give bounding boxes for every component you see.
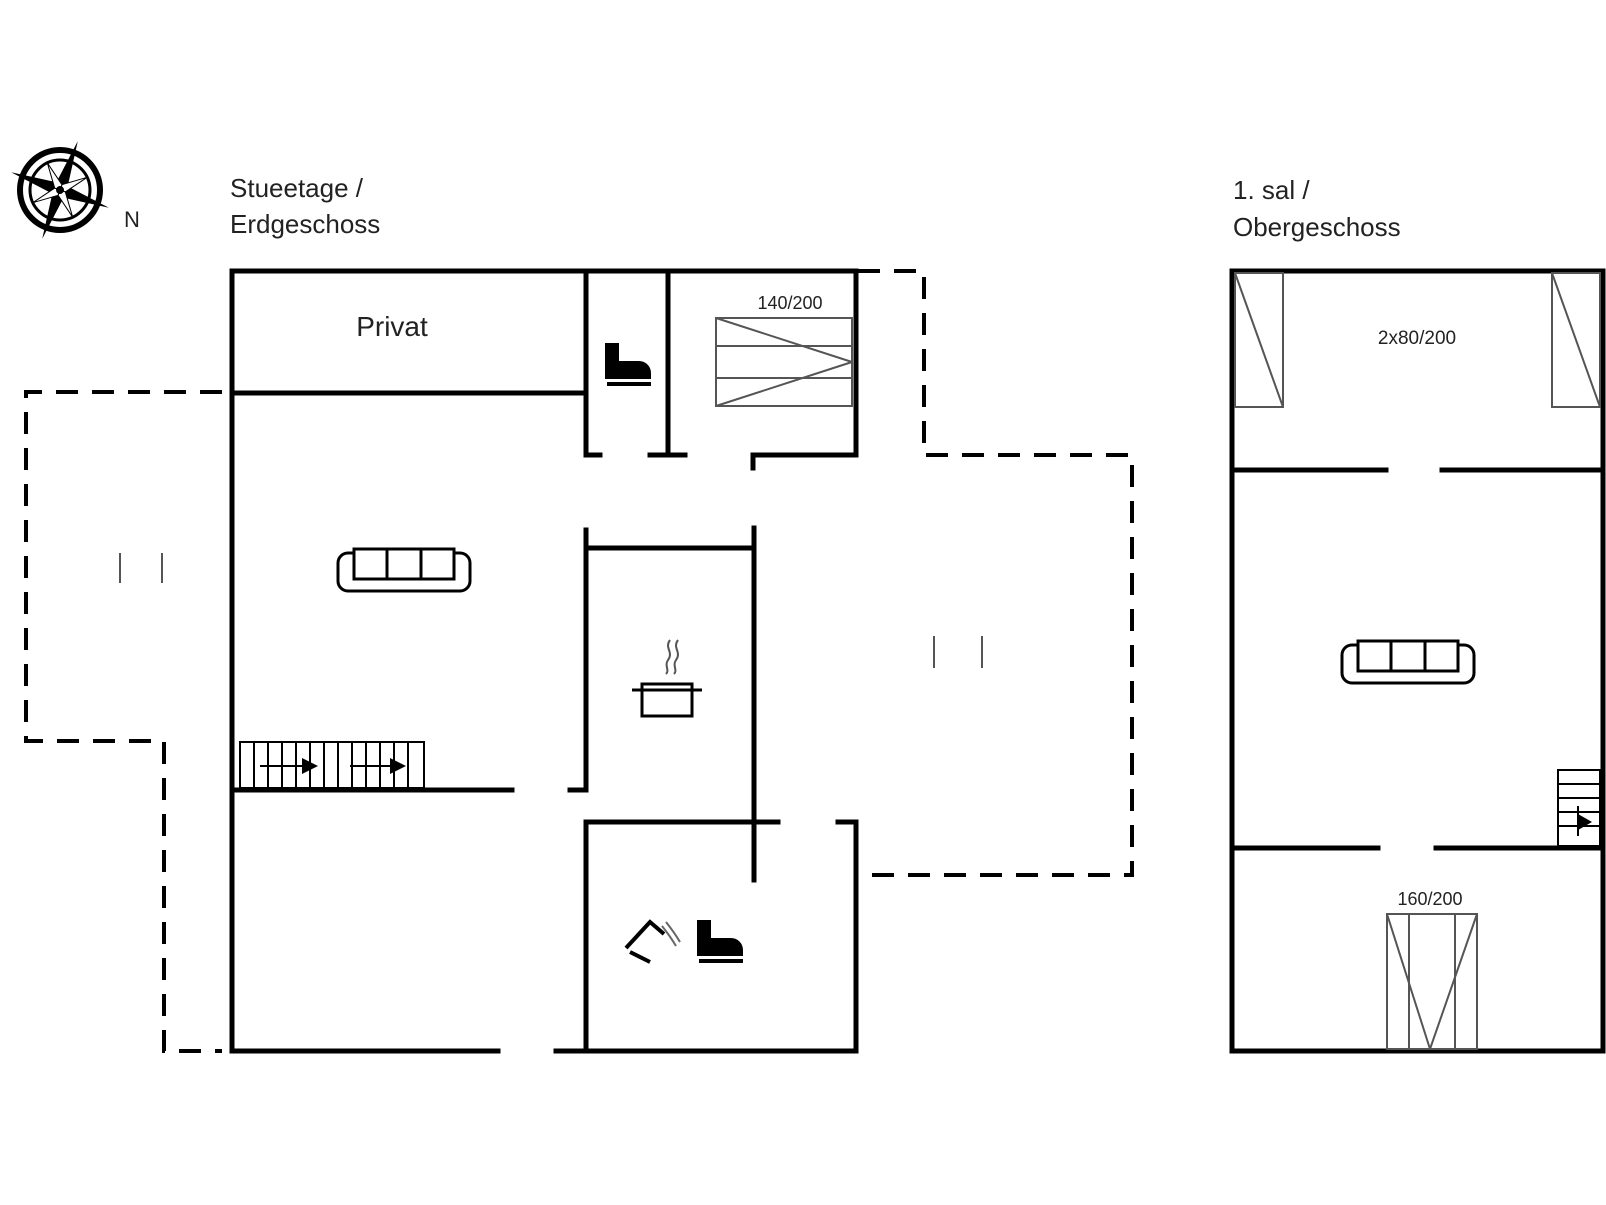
toilet-icon <box>697 920 743 963</box>
kitchen-pot-icon <box>632 639 702 718</box>
terrace-right <box>858 269 1134 877</box>
compass-north-label: N <box>124 207 140 232</box>
twin-beds-size-label: 2x80/200 <box>1378 328 1456 349</box>
bed-size-label: 140/200 <box>757 293 822 313</box>
room-label-privat: Privat <box>356 311 428 342</box>
double-bed-icon <box>715 317 853 407</box>
sofa-icon <box>1340 639 1476 685</box>
shower-icon <box>624 919 681 964</box>
upper-floor-plan: 2x80/200 160/200 <box>1229 268 1606 1054</box>
stairs-icon <box>1557 769 1601 847</box>
double-bed-icon <box>1386 913 1478 1050</box>
upper-floor-title-line1: 1. sal / <box>1233 175 1310 205</box>
bed-size-label: 160/200 <box>1397 889 1462 909</box>
terrace-left <box>24 390 222 1053</box>
compass-rose-icon <box>11 141 109 239</box>
ground-floor-plan: Privat 140/200 <box>24 268 1134 1054</box>
single-bed-icon <box>1234 272 1284 408</box>
stairs-icon <box>239 741 425 789</box>
upper-floor-title-line2: Obergeschoss <box>1233 212 1401 242</box>
ground-floor-title-line2: Erdgeschoss <box>230 209 380 239</box>
ground-floor-title-line1: Stueetage / <box>230 173 364 203</box>
single-bed-icon <box>1551 272 1601 408</box>
toilet-icon <box>605 343 651 386</box>
sofa-icon <box>336 547 472 593</box>
